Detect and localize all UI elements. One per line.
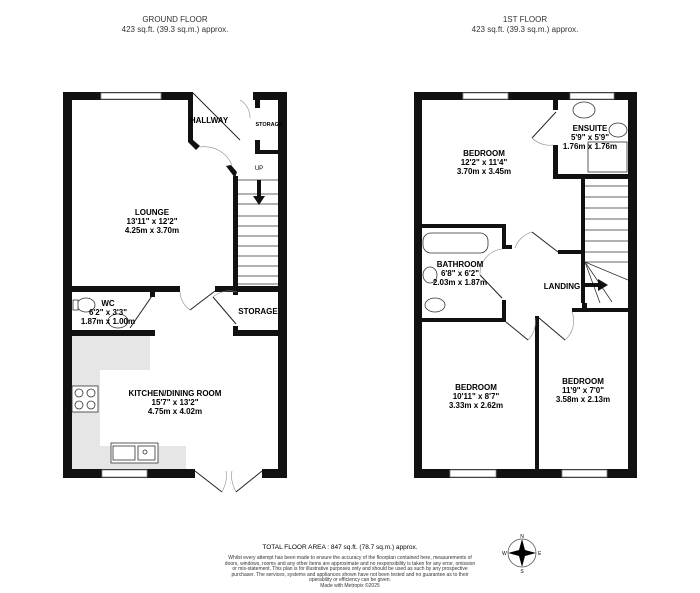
room-name: BEDROOM <box>562 377 604 386</box>
room-dimensions-metric: 3.33m x 2.62m <box>449 401 503 410</box>
ground-floor-plan: UP HALLWAY STORAGE LOUNG <box>63 92 287 493</box>
room-dimensions-imperial: 10'11" x 8'7" <box>453 392 500 401</box>
window <box>100 92 162 100</box>
ground-floor-area: 423 sq.ft. (39.3 sq.m.) approx. <box>122 25 229 34</box>
stairs-up-label: UP <box>255 166 263 172</box>
staircase <box>584 185 629 304</box>
room-dimensions-imperial: 6'2" x 3'3" <box>89 308 127 317</box>
room-name: STORAGE <box>255 122 282 128</box>
compass-w: W <box>502 551 507 557</box>
window <box>561 469 608 478</box>
window <box>462 92 509 100</box>
room-dimensions-metric: 4.25m x 3.70m <box>125 226 179 235</box>
first-floor-title: 1ST FLOOR <box>503 15 548 24</box>
ground-floor-title: GROUND FLOOR <box>142 15 208 24</box>
kitchen-worktop <box>72 336 186 469</box>
shower <box>587 141 628 173</box>
first-floor-area: 423 sq.ft. (39.3 sq.m.) approx. <box>472 25 579 34</box>
hob <box>71 385 99 413</box>
window <box>449 469 497 478</box>
compass-e: E <box>538 551 542 557</box>
room-name: LOUNGE <box>135 208 170 217</box>
window <box>101 469 148 478</box>
room-name: BEDROOM <box>455 383 497 392</box>
room-dimensions-metric: 3.58m x 2.13m <box>556 395 610 404</box>
room-dimensions-imperial: 5'9" x 5'9" <box>571 133 609 142</box>
room-name: STORAGE <box>238 307 278 316</box>
sink <box>110 442 159 464</box>
arrow-right-icon <box>598 279 608 291</box>
toilet <box>608 122 628 138</box>
room-dimensions-metric: 2.03m x 1.87m <box>433 278 487 287</box>
window <box>569 92 615 100</box>
room-name: BEDROOM <box>463 149 505 158</box>
room-dimensions-imperial: 15'7" x 13'2" <box>152 398 199 407</box>
room-name: KITCHEN/DINING ROOM <box>129 389 222 398</box>
toilet <box>424 297 446 313</box>
room-name: ENSUITE <box>573 124 608 133</box>
room-name: HALLWAY <box>190 116 229 125</box>
first-floor-plan: BEDROOM 12'2" x 11'4" 3.70m x 3.45m ENSU… <box>414 92 637 478</box>
total-floor-area: TOTAL FLOOR AREA : 847 sq.ft. (78.7 sq.m… <box>262 544 418 551</box>
credit: Made with Metropix ©2025 <box>320 582 380 589</box>
compass-n: N <box>520 534 524 540</box>
room-name: WC <box>101 299 115 308</box>
disclaimer: Whilst every attempt has been made to en… <box>222 555 478 590</box>
room-dimensions-imperial: 13'11" x 12'2" <box>127 217 178 226</box>
basin <box>572 101 596 119</box>
bath <box>422 232 489 254</box>
room-dimensions-metric: 1.87m x 1.00m <box>81 317 135 326</box>
disclaimer-text: Whilst every attempt has been made to en… <box>224 555 476 584</box>
room-dimensions-metric: 1.76m x 1.76m <box>563 142 617 151</box>
room-dimensions-metric: 4.75m x 4.02m <box>148 407 202 416</box>
basin <box>422 266 438 284</box>
compass-icon: N E S W <box>502 534 542 575</box>
room-name: LANDING <box>544 282 580 291</box>
room-dimensions-metric: 3.70m x 3.45m <box>457 167 511 176</box>
room-name: BATHROOM <box>437 260 484 269</box>
basin <box>107 313 129 329</box>
staircase <box>238 179 278 285</box>
room-dimensions-imperial: 12'2" x 11'4" <box>461 158 508 167</box>
room-dimensions-imperial: 6'8" x 6'2" <box>441 269 479 278</box>
compass-s: S <box>520 569 524 575</box>
arrow-down-icon <box>253 196 265 205</box>
room-dimensions-imperial: 11'9" x 7'0" <box>562 386 604 395</box>
